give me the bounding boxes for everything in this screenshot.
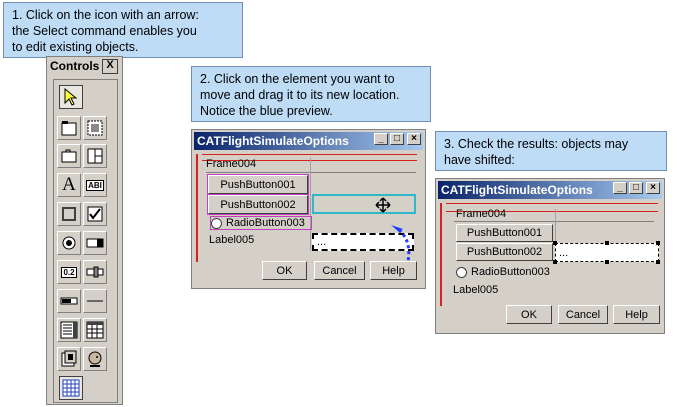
label-icon[interactable]: A — [57, 173, 81, 197]
slider-icon[interactable] — [83, 260, 107, 284]
editor-field[interactable]: ... — [312, 233, 414, 251]
list-icon[interactable] — [57, 318, 81, 342]
callout-line: have shifted: — [444, 153, 515, 167]
frame-dotted-icon[interactable] — [83, 116, 107, 140]
toolbox-title: Controls — [50, 59, 100, 73]
help-button[interactable]: Help — [370, 261, 417, 280]
maximize-icon[interactable]: □ — [390, 133, 404, 145]
push-button-002[interactable]: PushButton002 — [207, 194, 309, 215]
resize-handle[interactable] — [656, 260, 660, 264]
check-button-icon[interactable] — [83, 202, 107, 226]
resize-handle[interactable] — [605, 241, 609, 245]
callout-line: the Select command enables you — [12, 24, 197, 38]
frame-label[interactable]: Frame004 — [206, 158, 257, 170]
label-glyph: A — [62, 174, 76, 195]
grid-icon[interactable] — [59, 376, 83, 400]
frame-icon[interactable] — [57, 116, 81, 140]
maximize-icon[interactable]: □ — [629, 182, 643, 194]
preview-arrow-icon — [391, 225, 411, 267]
close-icon[interactable]: × — [646, 182, 660, 194]
ok-button[interactable]: OK — [262, 261, 307, 280]
radio-circle-icon — [456, 266, 467, 278]
push-button-icon[interactable] — [57, 202, 81, 226]
resize-handle[interactable] — [553, 260, 557, 264]
dialog-title: CATFlightSimulateOptions — [441, 183, 593, 197]
radio-button-icon[interactable] — [57, 231, 81, 255]
dialog-result: CATFlightSimulateOptions _ □ × Frame004 … — [435, 178, 665, 334]
label-005[interactable]: Label005 — [209, 234, 255, 246]
resize-handle[interactable] — [605, 260, 609, 264]
callout-line: 1. Click on the icon with an arrow: — [12, 8, 199, 22]
label-005[interactable]: Label005 — [453, 284, 499, 296]
dialog-title: CATFlightSimulateOptions — [197, 134, 349, 148]
editor-glyph: ABI — [86, 179, 104, 191]
callout-step-2: 2. Click on the element you want to move… — [191, 66, 431, 122]
controls-toolbox: Controls X A ABI — [46, 56, 123, 405]
radio-label: RadioButton003 — [226, 217, 305, 229]
editor-icon[interactable]: ABI — [83, 173, 107, 197]
frame-guide — [196, 154, 198, 262]
help-button[interactable]: Help — [613, 305, 660, 324]
select-arrow-icon[interactable] — [59, 85, 83, 109]
frame-guide — [202, 160, 417, 161]
selector-list-icon[interactable] — [57, 347, 81, 371]
dialog-editing: CATFlightSimulateOptions _ □ × Frame004 … — [191, 129, 426, 289]
callout-line: 2. Click on the element you want to — [200, 72, 395, 86]
frame-guide — [440, 203, 442, 306]
spinner-icon[interactable]: 0.2 — [57, 260, 81, 284]
push-button-002[interactable]: PushButton002 — [456, 243, 553, 261]
close-icon[interactable]: X — [102, 59, 118, 74]
push-button-001[interactable]: PushButton001 — [207, 174, 309, 195]
callout-step-3: 3. Check the results: objects may have s… — [435, 131, 667, 171]
callout-line: Notice the blue preview. — [200, 104, 333, 118]
callout-line: to edit existing objects. — [12, 40, 139, 54]
dialog-titlebar: CATFlightSimulateOptions — [194, 132, 423, 150]
callout-line: 3. Check the results: objects may — [444, 137, 629, 151]
resize-handle[interactable] — [656, 241, 660, 245]
push-button-001[interactable]: PushButton001 — [456, 224, 553, 242]
cancel-button[interactable]: Cancel — [314, 261, 365, 280]
multi-list-icon[interactable] — [83, 318, 107, 342]
separator-icon[interactable] — [83, 289, 107, 313]
splitter-icon[interactable] — [83, 144, 107, 168]
ok-button[interactable]: OK — [506, 305, 552, 324]
radio-label: RadioButton003 — [471, 266, 550, 278]
head-icon[interactable] — [83, 347, 107, 371]
callout-line: move and drag it to its new location. — [200, 88, 400, 102]
minimize-icon[interactable]: _ — [374, 133, 388, 145]
toolbox-palette: A ABI 0.2 — [53, 79, 118, 403]
tab-container-icon[interactable] — [57, 144, 81, 168]
move-cursor-icon — [375, 197, 391, 213]
frame-guide — [446, 211, 658, 212]
radio-button-003[interactable]: RadioButton003 — [210, 216, 312, 230]
combo-icon[interactable] — [83, 231, 107, 255]
resize-handle[interactable] — [553, 241, 557, 245]
radio-button-003[interactable]: RadioButton003 — [456, 266, 550, 278]
drag-target-preview — [312, 194, 416, 214]
frame-guide — [446, 203, 658, 204]
callout-step-1: 1. Click on the icon with an arrow: the … — [3, 2, 243, 58]
frame-label[interactable]: Frame004 — [456, 208, 507, 220]
close-icon[interactable]: × — [407, 133, 421, 145]
progress-icon[interactable] — [57, 289, 81, 313]
radio-circle-icon — [211, 217, 222, 229]
minimize-icon[interactable]: _ — [613, 182, 627, 194]
cancel-button[interactable]: Cancel — [558, 305, 608, 324]
frame-guide — [202, 154, 417, 155]
spinner-glyph: 0.2 — [61, 266, 77, 278]
dialog-titlebar: CATFlightSimulateOptions — [438, 181, 662, 199]
